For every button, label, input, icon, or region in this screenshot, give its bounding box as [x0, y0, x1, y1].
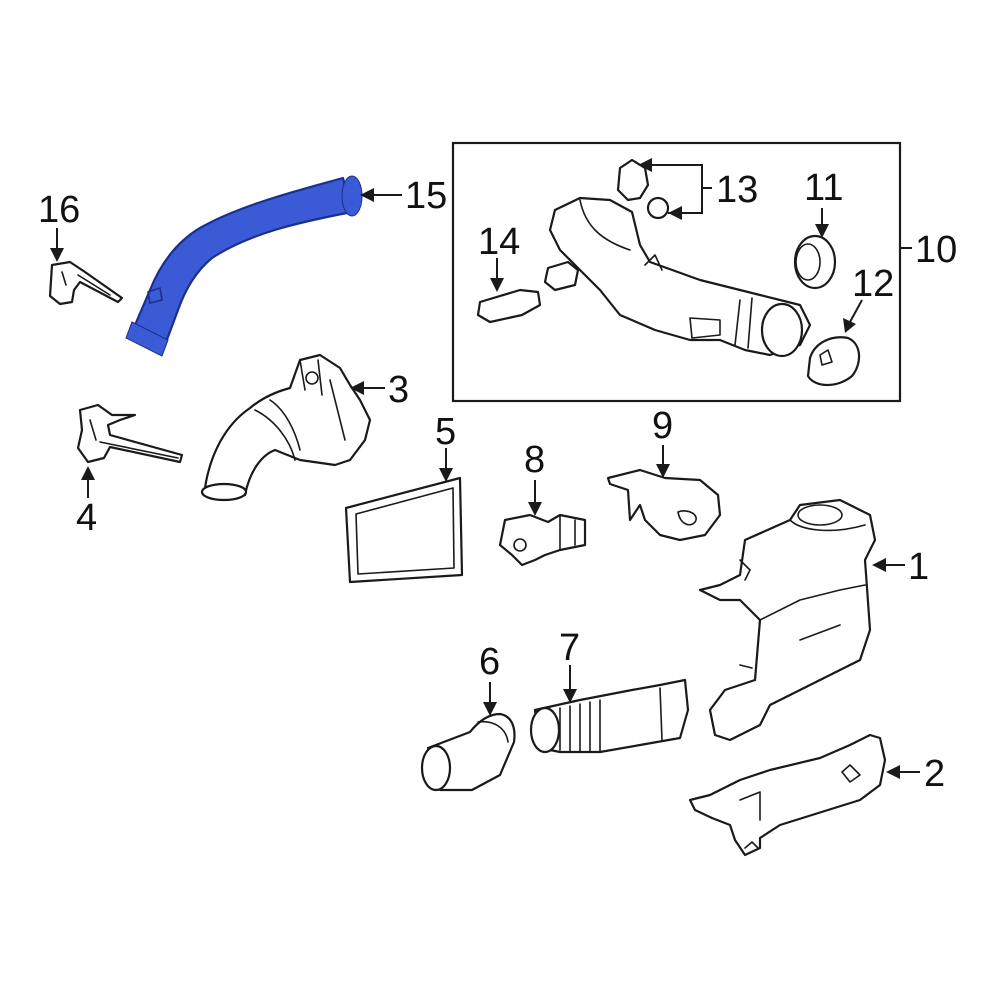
- part-4-bracket[interactable]: [76, 403, 184, 464]
- callout-9[interactable]: 9: [652, 405, 673, 447]
- callout-5[interactable]: 5: [435, 411, 456, 453]
- inset-box-assembly: [451, 141, 902, 403]
- hose-15-body[interactable]: [133, 176, 354, 347]
- callout-6[interactable]: 6: [479, 641, 500, 683]
- callout-16[interactable]: 16: [38, 189, 80, 231]
- callout-3[interactable]: 3: [388, 369, 409, 411]
- callout-2[interactable]: 2: [924, 753, 945, 795]
- part-5-air-filter[interactable]: [344, 476, 464, 584]
- callout-1[interactable]: 1: [908, 546, 929, 588]
- callout-12[interactable]: 12: [852, 263, 894, 305]
- hose-15-end-top: [341, 175, 363, 217]
- callout-7[interactable]: 7: [559, 627, 580, 669]
- callout-4[interactable]: 4: [76, 497, 97, 539]
- callout-11[interactable]: 11: [804, 167, 843, 209]
- callout-13[interactable]: 13: [716, 169, 758, 211]
- part-11-clamp-ring[interactable]: [793, 234, 837, 290]
- part-16-bracket[interactable]: [48, 260, 124, 306]
- part-7-intake-hose[interactable]: [529, 678, 690, 754]
- part-14-sensor[interactable]: [476, 260, 580, 324]
- callout-10[interactable]: 10: [915, 229, 957, 271]
- leaders: [50, 158, 920, 779]
- hose-15-cuff-bottom: [125, 321, 169, 357]
- part-6-elbow-duct[interactable]: [420, 712, 516, 792]
- part-3-throttle-housing[interactable]: [200, 353, 372, 502]
- callout-labels: 15 16 3 4 5 8 9 1 2 6 7 10 11 12 13 14: [38, 167, 957, 795]
- part-9-duct-seal[interactable]: [606, 468, 722, 542]
- part-1-air-cleaner-housing[interactable]: [698, 498, 877, 742]
- part-12-hose-clamp[interactable]: [806, 336, 861, 387]
- callout-14[interactable]: 14: [478, 221, 520, 263]
- callout-15[interactable]: 15: [405, 175, 447, 217]
- part-15-air-intake-hose[interactable]: [125, 175, 363, 357]
- part-13-connectors[interactable]: [616, 158, 670, 220]
- part-2-heat-shield[interactable]: [688, 733, 887, 857]
- part-10-intake-assembly[interactable]: [548, 196, 812, 358]
- part-8-sensor[interactable]: [498, 513, 587, 567]
- callout-8[interactable]: 8: [524, 439, 545, 481]
- hose-15-clip: [147, 286, 163, 304]
